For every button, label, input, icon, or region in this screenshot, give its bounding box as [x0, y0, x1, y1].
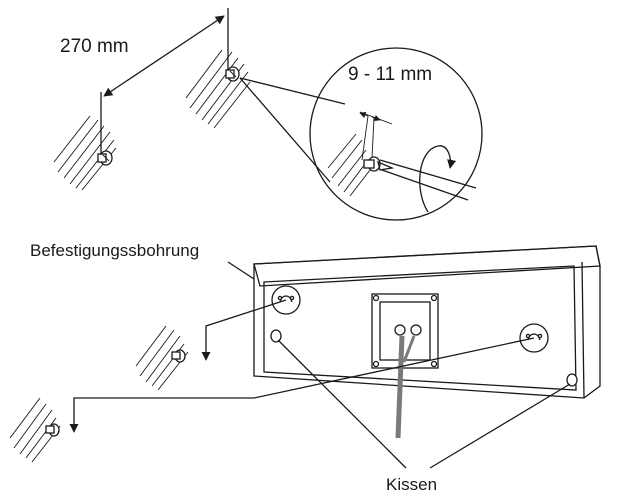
pads-label: Kissen: [386, 475, 437, 494]
detail-zoom-circle: [309, 47, 483, 221]
spacing-dimension-arrow: [103, 15, 225, 97]
guide-line-left: [201, 299, 287, 361]
mounting-hole-right: [519, 323, 549, 353]
spacing-label: 270 mm: [60, 36, 129, 57]
pad-leader-left: [277, 339, 407, 469]
detail-zoom-contents: 9 - 11 mm: [327, 64, 477, 213]
pad-right: [566, 373, 578, 387]
wall-hatch-upper-left: [53, 115, 117, 191]
screw-upper: [225, 66, 240, 82]
callout-line-top: [239, 77, 346, 105]
screw-gap-label: 9 - 11 mm: [348, 64, 432, 85]
wall-hatch-upper-right: [185, 49, 251, 129]
speaker-enclosure: [253, 245, 601, 399]
screw-middle: [171, 349, 186, 363]
mounting-hole-label: Befestigungssbohrung: [30, 241, 199, 260]
pad-left: [270, 329, 282, 343]
screw-bottom: [45, 423, 60, 437]
screw-lower: [97, 150, 113, 166]
guide-line-right: [69, 337, 535, 433]
mounting-hole-left: [271, 285, 301, 315]
speaker-cable: [395, 335, 416, 439]
pad-leader-right: [429, 383, 571, 469]
